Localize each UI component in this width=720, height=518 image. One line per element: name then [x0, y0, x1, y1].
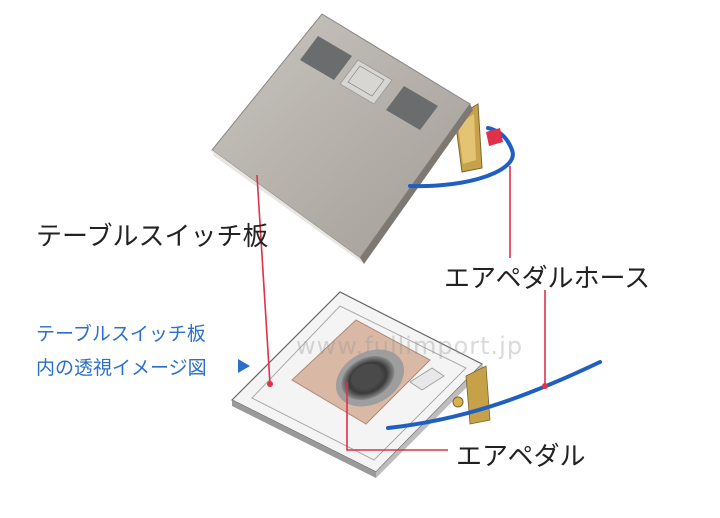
leader-lines [256, 166, 546, 451]
label-air-pedal-hose: エアペダルホース [444, 264, 651, 294]
watermark: www.fullimport.jp [296, 332, 524, 360]
label-see-through-line2: 内の透視イメージ図 [36, 357, 207, 379]
triangle-right-icon [238, 359, 250, 373]
hose-bottom [386, 360, 602, 430]
label-plate [339, 59, 393, 105]
switch-window-right [386, 86, 438, 130]
switch-window-left [300, 36, 352, 80]
label-air-pedal: エアペダル [456, 442, 586, 472]
see-through-drawing [230, 291, 602, 478]
leader-plate [256, 174, 271, 385]
table-switch-plate-drawing [211, 13, 515, 264]
leader-pedal [346, 382, 448, 451]
label-see-through-line1: テーブルスイッチ板 [36, 323, 206, 345]
label-table-switch-plate: テーブルスイッチ板 [36, 222, 269, 252]
